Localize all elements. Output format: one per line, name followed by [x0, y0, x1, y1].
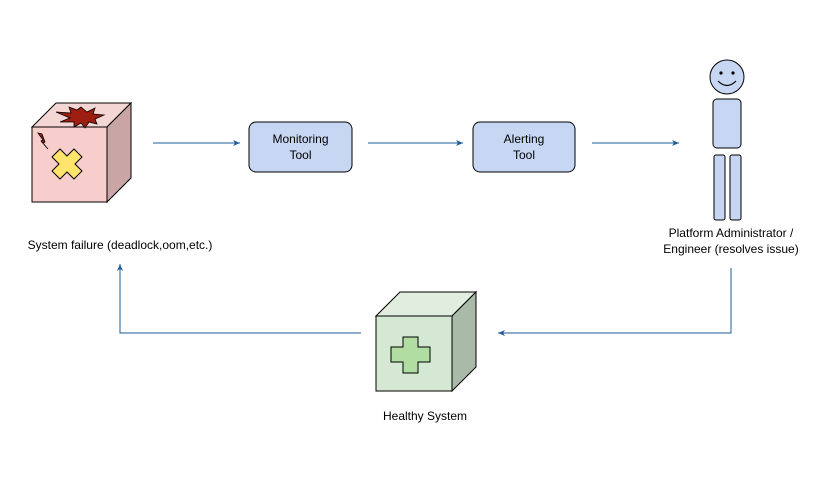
alerting-tool-label: Alerting Tool [473, 122, 575, 172]
plus-icon [390, 336, 431, 374]
lightning-icon [37, 132, 49, 150]
monitoring-tool-line1: Monitoring [272, 132, 329, 146]
administrator-line1: Platform Administrator / [668, 226, 794, 240]
actor-body [712, 98, 742, 149]
x-cross-icon [51, 148, 83, 180]
healthy-cube-icon [374, 290, 478, 393]
healthy-system-label: Healthy System [382, 409, 468, 423]
stick-figure-icon [709, 59, 745, 221]
monitoring-tool-box [248, 121, 353, 173]
monitoring-tool-line2: Tool [289, 148, 312, 162]
actor-right-leg [729, 154, 742, 221]
alerting-tool-box [472, 121, 576, 173]
system-failure-label: System failure (deadlock,oom,etc.) [27, 238, 213, 252]
monitoring-tool-label: Monitoring Tool [249, 122, 352, 172]
alerting-tool-line2: Tool [512, 148, 535, 162]
broken-cube-icon [30, 101, 133, 204]
explosion-icon [55, 106, 106, 129]
actor-left-leg [713, 154, 726, 221]
actor-head [709, 59, 745, 95]
connector-admin-to-healthy [498, 268, 732, 336]
administrator-line2: Engineer (resolves issue) [663, 242, 799, 256]
connector-healthy-to-failure [117, 264, 361, 334]
administrator-label: Platform Administrator / Engineer (resol… [636, 225, 820, 257]
alerting-tool-line1: Alerting [503, 132, 545, 146]
